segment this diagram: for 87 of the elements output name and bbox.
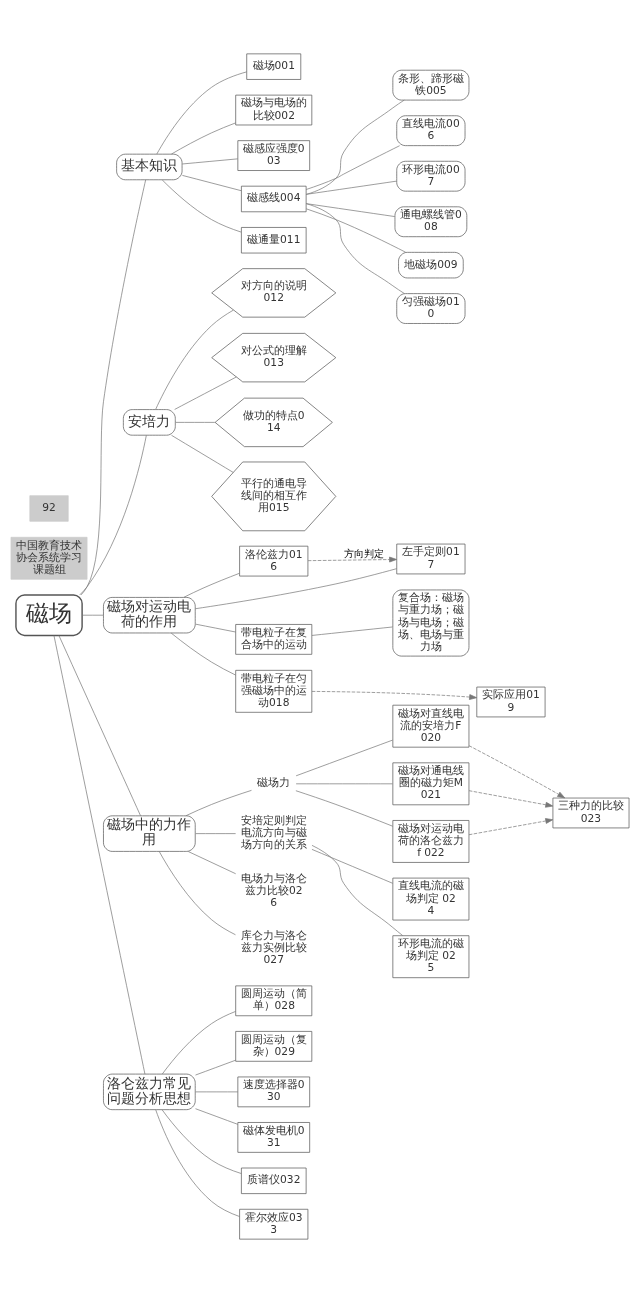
node-text: 库仑力与洛仑兹力实例比较027 <box>240 928 307 966</box>
node-box: 磁场对通电线圈的磁力矩M 021 <box>392 761 470 805</box>
connector <box>185 789 252 816</box>
node-box: 地磁场009 <box>398 251 464 278</box>
arrow <box>307 556 397 562</box>
connector <box>295 789 394 827</box>
connector <box>182 174 242 191</box>
connector <box>158 850 236 935</box>
connector <box>174 376 237 410</box>
node-box: 通电螺线管008 <box>394 205 468 237</box>
connector <box>195 832 236 834</box>
node-text: 安培定则判定电流方向与磁场方向的关系 <box>240 813 307 851</box>
connector <box>195 1107 239 1125</box>
node-box: 复合场：磁场与重力场；磁场与电场；磁场、电场与重力场 <box>392 589 470 656</box>
connector <box>183 572 240 598</box>
node-box: 基本知识 <box>116 153 183 180</box>
connector <box>305 207 407 253</box>
node-box: 质谱仪032 <box>241 1167 307 1194</box>
connector <box>80 179 147 595</box>
node-box: 洛伦兹力016 <box>239 545 309 576</box>
connector <box>295 782 393 784</box>
connector <box>311 626 394 636</box>
label: 中国教育技术协会系统学习课题组 <box>16 538 83 576</box>
connector <box>195 567 397 609</box>
node-box: 磁体发电机031 <box>237 1121 311 1153</box>
node-box: 带电粒子在复合场中的运动 <box>235 623 313 655</box>
node-box: 环形电流的磁场判定 025 <box>392 934 470 978</box>
connector <box>79 434 147 595</box>
connector <box>156 71 247 154</box>
node-box: 实际应用019 <box>476 686 546 717</box>
node-box: 左手定则017 <box>396 543 466 574</box>
connector <box>155 1108 240 1217</box>
node-box: 直线电流的磁场判定 024 <box>392 877 470 920</box>
node-box: 磁场对运动电荷的作用 <box>103 596 196 633</box>
connector <box>175 421 216 423</box>
connector <box>81 614 104 616</box>
node-box: 环形电流007 <box>396 160 466 191</box>
connector <box>53 634 146 1074</box>
node-box: 速度选择器030 <box>237 1076 311 1107</box>
connector <box>305 144 400 190</box>
node-box: 磁场 <box>15 593 83 636</box>
node-box: 圆周运动（复杂）029 <box>235 1030 313 1062</box>
connector <box>187 850 237 874</box>
node-box: 带电粒子在匀强磁场中的运动018 <box>235 669 313 713</box>
node-text: 磁场力 <box>257 775 291 789</box>
arrow <box>468 744 566 798</box>
node-box: 圆周运动（简单）028 <box>235 985 313 1016</box>
arrow <box>311 690 478 700</box>
node-box: 直线电流006 <box>396 114 466 146</box>
connector <box>58 634 141 816</box>
node-box: 磁感应强度003 <box>237 139 311 171</box>
connector <box>170 122 236 154</box>
connector <box>171 434 234 473</box>
node-box: 磁场中的力作用 <box>103 814 196 852</box>
node-box: 磁通量011 <box>241 226 307 253</box>
node-box: 匀强磁场010 <box>396 292 466 324</box>
arrow <box>468 817 554 835</box>
connector <box>295 739 393 776</box>
connector <box>182 158 239 164</box>
node-box: 洛仑兹力常见问题分析思想 <box>103 1073 196 1110</box>
connector <box>170 632 237 675</box>
connector <box>155 309 234 410</box>
connector <box>305 202 405 294</box>
connector <box>305 202 396 217</box>
edge-label: 方向判定 <box>344 547 385 559</box>
node-box: 磁场001 <box>246 53 302 80</box>
connector <box>306 99 405 195</box>
node-box: 安培力 <box>123 408 176 436</box>
node-box: 条形、蹄形磁铁005 <box>392 69 470 100</box>
node-box: 霍尔效应033 <box>239 1208 309 1239</box>
node-box: 磁场对直线电流的安培力F 020 <box>392 704 470 748</box>
node-box: 磁场与电场的比较002 <box>235 94 313 125</box>
connector <box>195 623 236 632</box>
connector <box>311 848 394 884</box>
node-box: 磁感线004 <box>241 185 307 212</box>
connector <box>195 1059 236 1075</box>
node-box: 磁场对运动电荷的洛仑兹力f 022 <box>392 819 470 863</box>
node-box: 三种力的比较023 <box>552 797 630 828</box>
connector <box>311 844 404 936</box>
connector <box>305 180 397 195</box>
connector <box>195 1091 239 1092</box>
node-text: 电场力与洛仑兹力比较026 <box>240 871 307 909</box>
connector <box>161 179 242 232</box>
connector <box>161 1010 236 1074</box>
arrow <box>468 789 554 808</box>
connector <box>161 1109 242 1174</box>
label: 92 <box>42 500 56 514</box>
